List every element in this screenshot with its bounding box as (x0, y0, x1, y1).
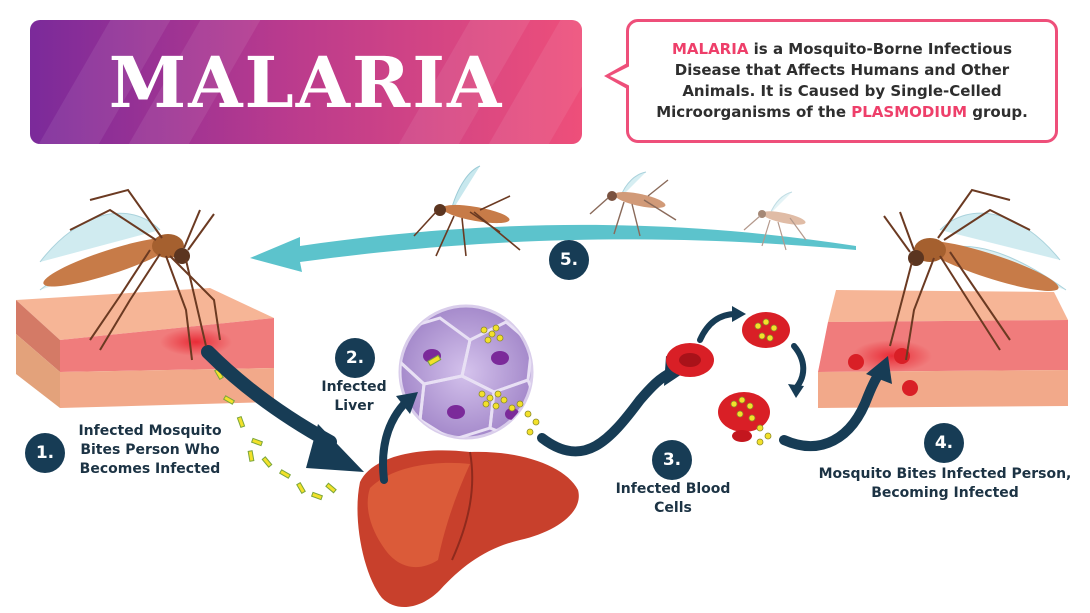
arrow-blood-to-mosquito (779, 356, 892, 452)
skin-tissue-left (16, 288, 274, 408)
blood-parasites (730, 318, 778, 446)
step-3-badge: 3. (652, 440, 692, 480)
step-1-label: Infected Mosquito Bites Person Who Becom… (78, 423, 222, 477)
step-5-badge: 5. (549, 240, 589, 280)
page-title: MALARIA (108, 40, 504, 124)
blood-cycle-arrows (697, 306, 807, 398)
term-plasmodium: PLASMODIUM (851, 103, 968, 121)
liver-cells-icon (398, 304, 540, 440)
definition-part-2: group. (967, 103, 1028, 121)
step-4-badge: 4. (924, 423, 964, 463)
step-2-badge: 2. (335, 338, 375, 378)
liver-icon (357, 450, 579, 608)
step-4-label: Mosquito Bites Infected Person, Becoming… (818, 466, 1072, 501)
mosquito-icon-left (39, 188, 221, 361)
mosquito-icon-right (883, 188, 1067, 361)
definition-box: MALARIA is a Mosquito-Borne Infectious D… (626, 19, 1058, 143)
red-blood-cell-icon (666, 312, 790, 442)
mosquito-icon-flying-1 (413, 165, 521, 257)
mosquito-icon-flying-3 (743, 191, 807, 251)
step-3-label: Infected Blood Cells (615, 481, 731, 516)
definition-text: MALARIA is a Mosquito-Borne Infectious D… (647, 39, 1037, 123)
speech-bubble-tail-inner (610, 66, 630, 86)
step-1-badge: 1. (25, 433, 65, 473)
skin-tissue-right (818, 290, 1068, 408)
step-2-label: Infected Liver (321, 379, 387, 414)
arrow-cells-to-blood (537, 356, 688, 457)
term-malaria: MALARIA (671, 40, 749, 58)
mosquito-icon-flying-2 (589, 171, 677, 237)
title-banner: MALARIA (30, 20, 582, 144)
definition-part-1: is a Mosquito-Borne Infectious Disease t… (656, 40, 1012, 121)
